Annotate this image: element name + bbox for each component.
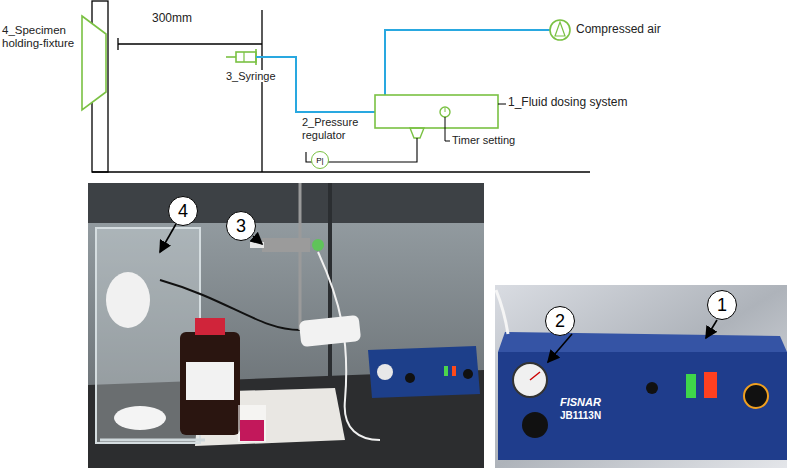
- callout-number: 1: [717, 295, 727, 316]
- label-text: Timer setting: [452, 134, 515, 146]
- label-text: Compressed air: [576, 22, 661, 36]
- device-photo: [495, 285, 787, 468]
- label-text: 4_Specimen holding-fixture: [2, 24, 74, 49]
- callout-number: 4: [178, 201, 188, 222]
- schematic: [82, 1, 590, 172]
- callout-number: 3: [226, 211, 256, 241]
- label-text: FISNAR: [560, 396, 601, 408]
- callout-number: 4: [168, 196, 198, 226]
- label-text: 3_Syringe: [226, 70, 276, 83]
- label-text: JB1113N: [560, 410, 601, 422]
- label-text: JB1113N: [560, 410, 601, 421]
- label-text: Timer setting: [452, 134, 515, 147]
- label-text: Compressed air: [576, 23, 661, 37]
- callout-number: 1: [707, 290, 737, 320]
- callout-number: 2: [545, 306, 575, 336]
- label-text: 1_Fluid dosing system: [508, 95, 627, 109]
- label-text: 3_Syringe: [226, 70, 276, 82]
- label-text: 2_Pressure regulator: [302, 116, 358, 141]
- callout-number: 3: [236, 216, 246, 237]
- label-text: 300mm: [152, 11, 192, 25]
- label-text: 2_Pressure regulator: [302, 116, 368, 141]
- label-text: 1_Fluid dosing system: [508, 96, 627, 110]
- lab-photo: [88, 183, 484, 468]
- pressure-gauge: P|: [311, 151, 329, 169]
- callout-number: 2: [555, 311, 565, 332]
- label-text: 300mm: [152, 12, 192, 26]
- label-text: 4_Specimen holding-fixture: [2, 24, 80, 50]
- label-text: FISNAR: [560, 396, 601, 409]
- gauge-symbol: P|: [316, 156, 323, 165]
